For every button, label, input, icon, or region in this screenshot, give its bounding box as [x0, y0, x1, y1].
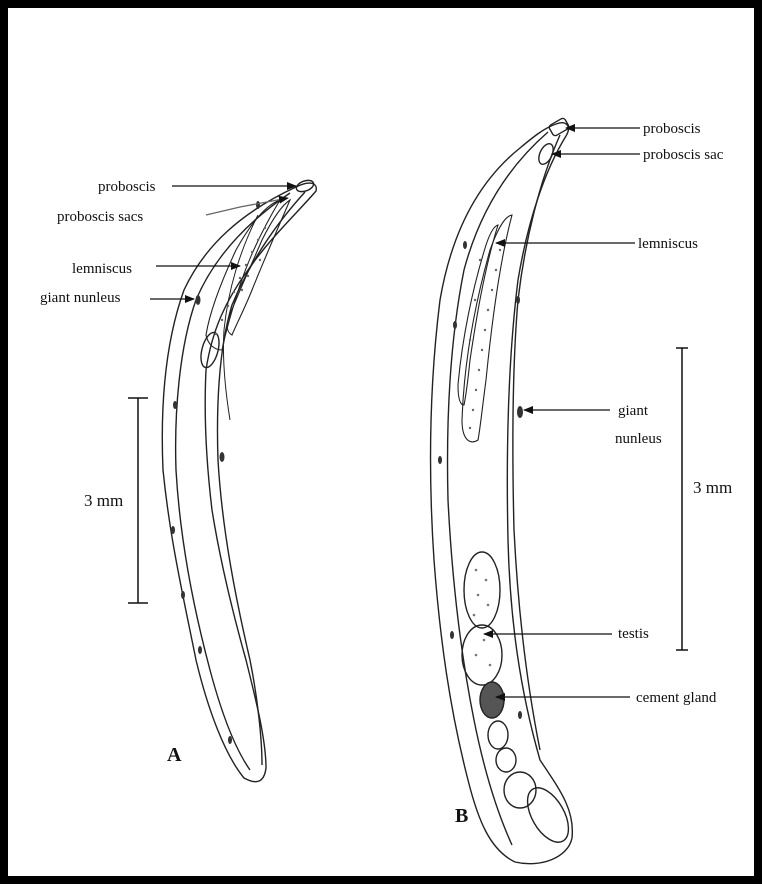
panel-a-scale-bar — [128, 398, 148, 603]
panel-b-body-outline — [431, 123, 573, 864]
panel-b-scale-bar — [676, 348, 688, 650]
panel-b-cement-glands — [480, 682, 577, 849]
panel-a-letter: A — [167, 744, 182, 766]
panel-a-worm — [162, 178, 316, 781]
panel-a-label-proboscis-sacs: proboscis sacs — [57, 209, 143, 225]
panel-b-inner-wall — [448, 132, 548, 845]
panel-b-lemniscus — [462, 215, 512, 442]
panel-b-lemniscus-2 — [458, 225, 498, 405]
panel-a-label-proboscis: proboscis — [98, 179, 156, 195]
panel-b-label-proboscis: proboscis — [643, 121, 701, 137]
panel-b-label-lemniscus: lemniscus — [638, 236, 698, 252]
panel-b-inner-wall-2 — [513, 135, 560, 750]
panel-b-label-nucleus: nunleus — [615, 431, 662, 447]
panel-a-body-outline — [162, 183, 316, 782]
panel-b-letter: B — [455, 805, 468, 827]
panel-b-worm — [431, 117, 577, 863]
panel-b-giant-nuclei — [438, 241, 523, 719]
panel-a-label-lemniscus: lemniscus — [72, 261, 132, 277]
panel-b-label-testis: testis — [618, 626, 649, 642]
panel-a-inner-wall-2 — [218, 192, 305, 765]
panel-a-label-giant-nucleus: giant nunleus — [40, 290, 121, 306]
panel-a-scale-label: 3 mm — [84, 491, 123, 510]
panel-b-scale-label: 3 mm — [693, 478, 732, 497]
panel-b-testis-upper — [464, 552, 500, 628]
panel-b-label-cement-gland: cement gland — [636, 690, 717, 706]
panel-a-annotations: proboscis proboscis sacs lemniscus giant… — [40, 179, 296, 766]
panel-b-label-giant: giant — [618, 403, 649, 419]
panel-b-label-proboscis-sac: proboscis sac — [643, 147, 724, 163]
panel-b-testis-granules — [473, 569, 492, 667]
